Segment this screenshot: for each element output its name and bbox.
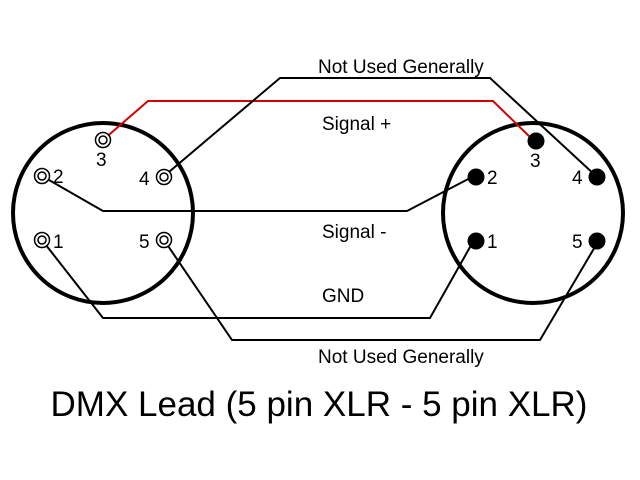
wire-label-gnd: GND — [322, 286, 364, 307]
left-xlr-connector — [11, 121, 195, 305]
right-pin-2 — [467, 168, 485, 186]
wire-signal-minus — [41, 175, 475, 212]
left-pin-2-label: 2 — [53, 167, 64, 188]
right-pin-5 — [588, 232, 606, 250]
left-pin-4-label: 4 — [139, 169, 150, 190]
left-pin-4 — [155, 168, 173, 186]
wire-label-signal-minus: Signal - — [322, 222, 386, 243]
left-pin-5-label: 5 — [139, 232, 150, 253]
left-pin-1 — [33, 231, 51, 249]
right-pin-2-label: 2 — [487, 168, 498, 189]
left-pin-2 — [33, 167, 51, 185]
wire-label-not-used-bottom: Not Used Generally — [318, 347, 484, 368]
left-pin-3 — [94, 131, 112, 149]
left-pin-1-label: 1 — [53, 232, 64, 253]
wire-pin5-not-used-bottom — [163, 239, 600, 341]
left-pin-3-label: 3 — [96, 150, 107, 171]
right-pin-3 — [527, 132, 545, 150]
wire-gnd — [41, 239, 475, 319]
wire-label-signal-plus: Signal + — [322, 114, 391, 135]
right-pin-4-label: 4 — [572, 168, 583, 189]
right-pin-1-label: 1 — [487, 232, 498, 253]
wire-signal-plus — [102, 100, 534, 141]
left-pin-5 — [155, 231, 173, 249]
right-pin-1 — [467, 232, 485, 250]
right-pin-3-label: 3 — [530, 151, 541, 172]
wire-pin4-not-used-top — [162, 77, 597, 178]
right-pin-5-label: 5 — [572, 232, 583, 253]
wire-label-not-used-top: Not Used Generally — [318, 57, 484, 78]
right-pin-4 — [588, 168, 606, 186]
diagram-title: DMX Lead (5 pin XLR - 5 pin XLR) — [51, 385, 588, 424]
right-xlr-connector — [441, 121, 625, 305]
